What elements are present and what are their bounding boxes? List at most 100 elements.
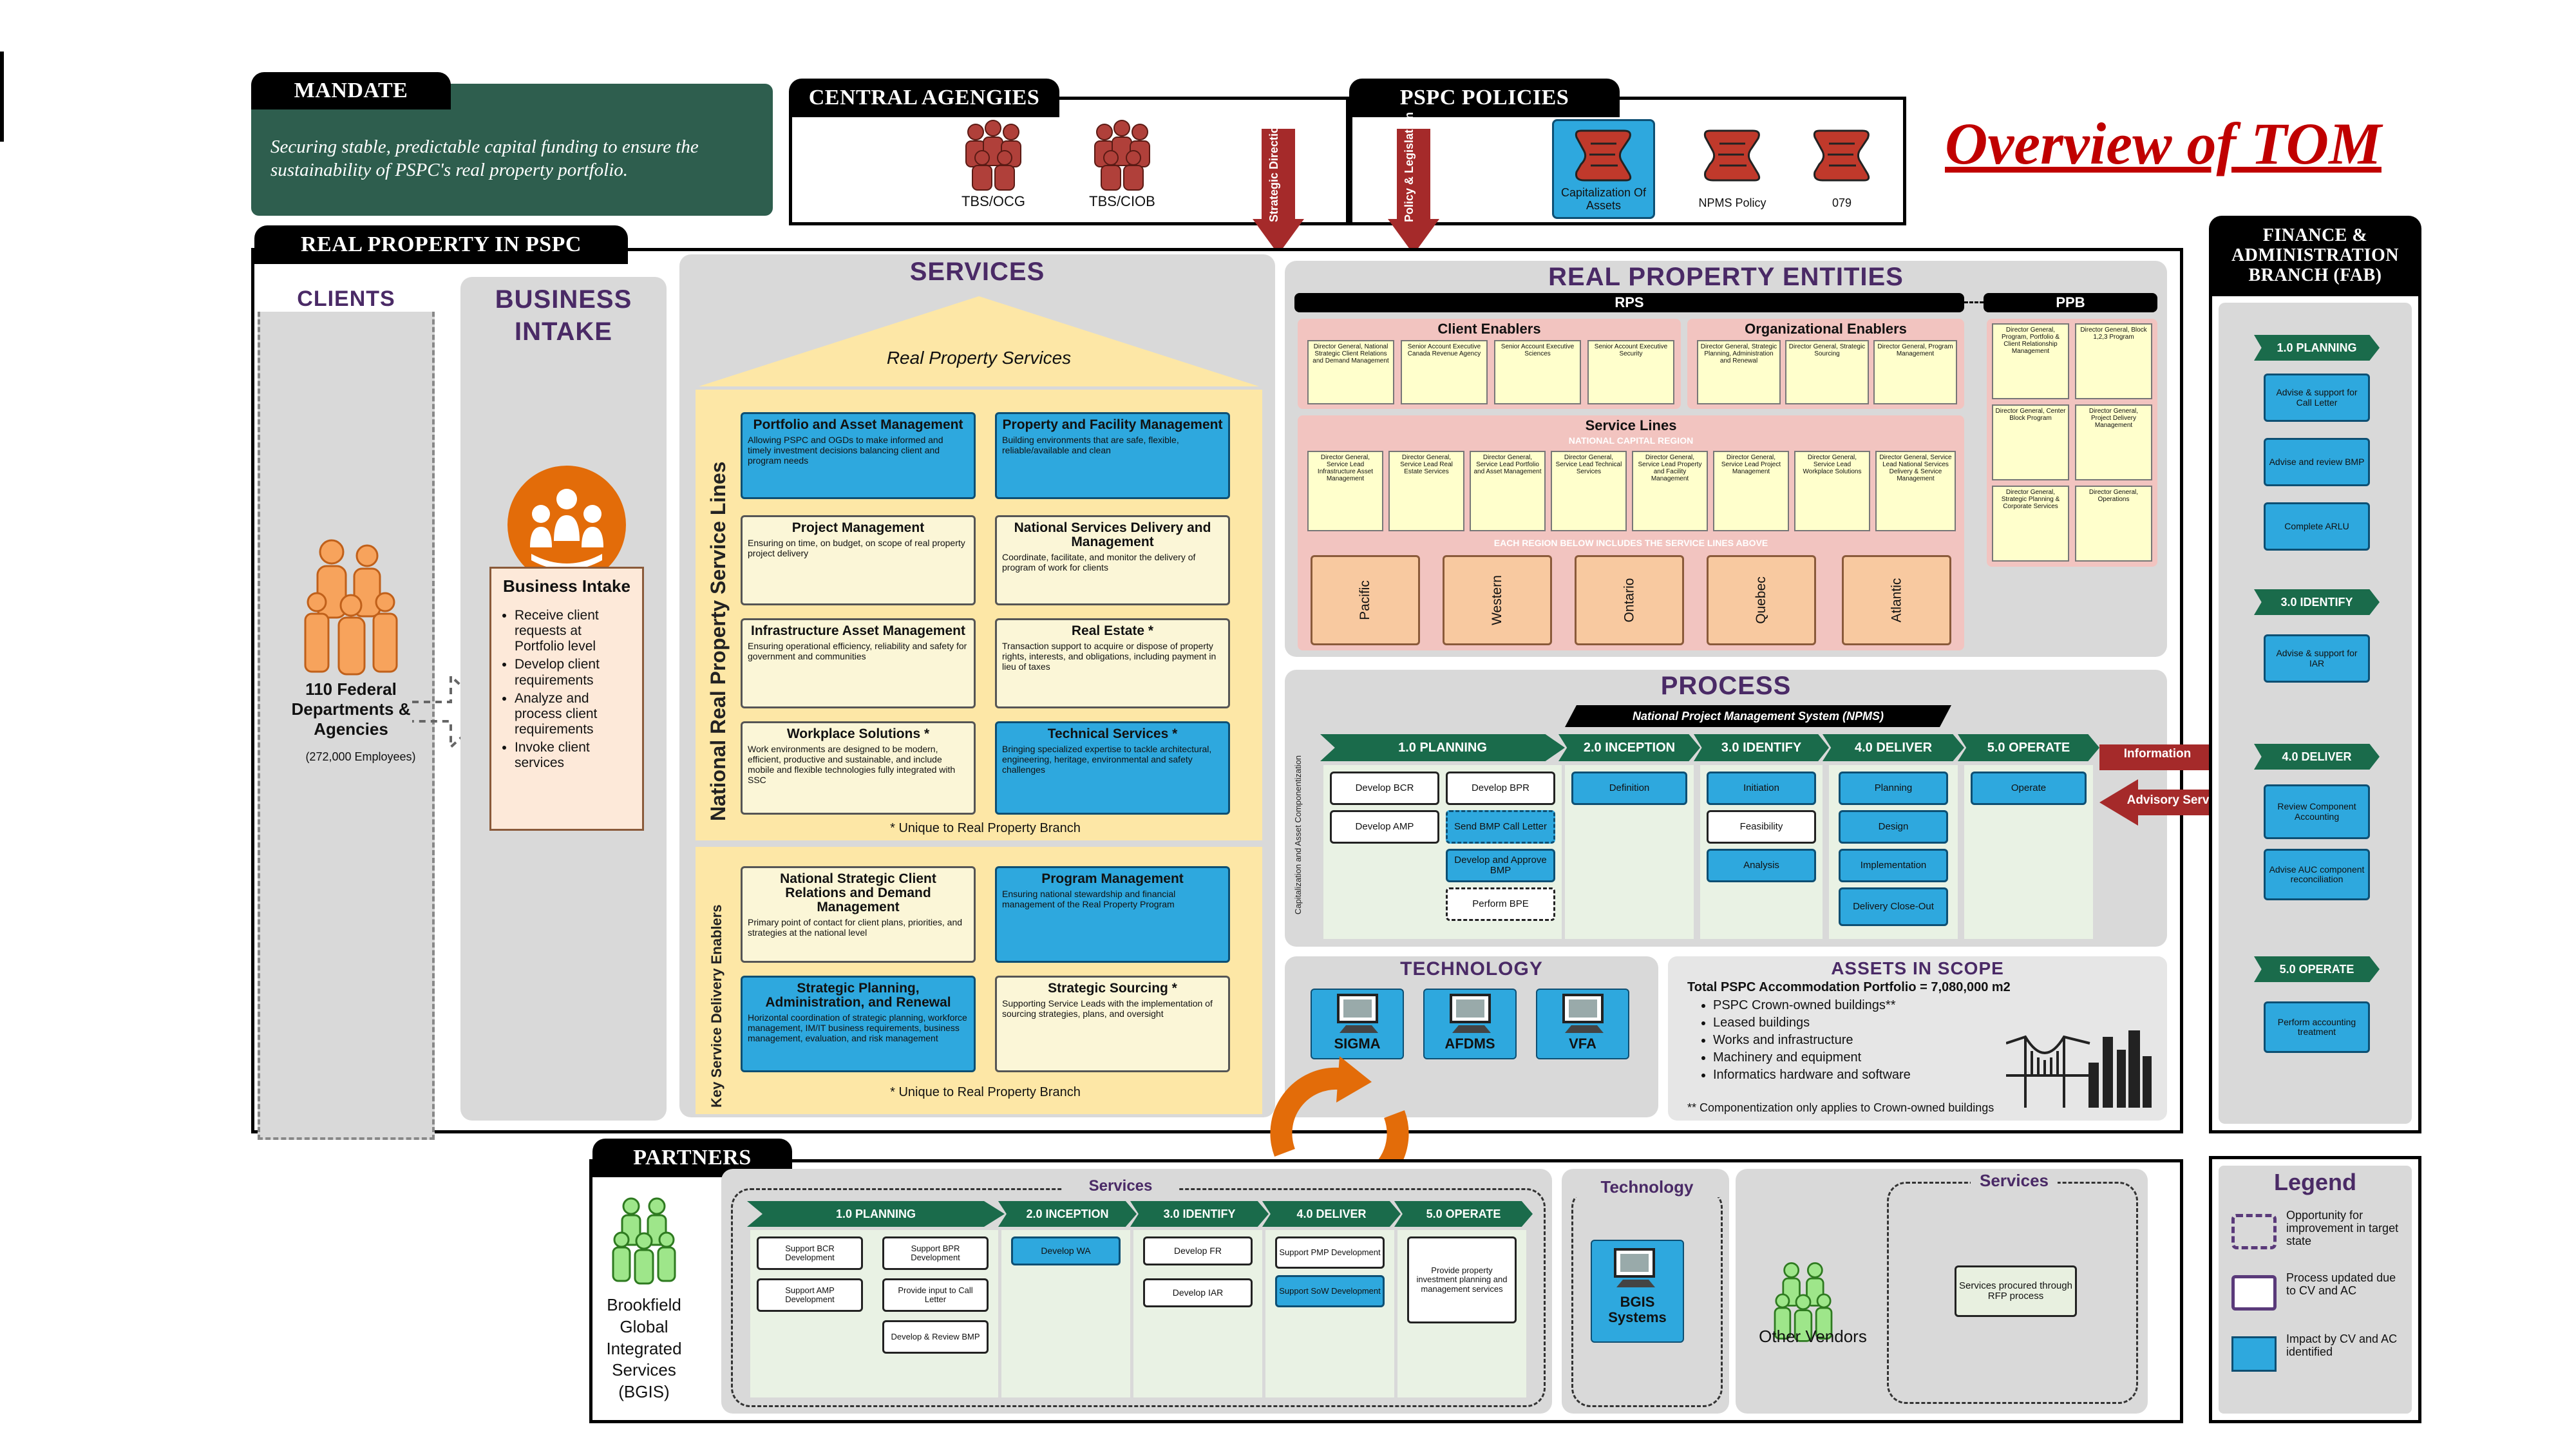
- services-roof-label: Real Property Services: [886, 348, 1072, 368]
- ppb-bar: [1984, 293, 2157, 312]
- partner-box: Develop & Review BMP: [882, 1320, 989, 1354]
- fab-box: Review Component Accounting: [2264, 784, 2370, 839]
- enabler-client-relations: National Strategic Client Relations and …: [741, 866, 976, 963]
- capitalization-scroll-icon: [1571, 126, 1636, 187]
- region-pacific: Pacific: [1311, 555, 1420, 645]
- partner-box: Develop FR: [1143, 1236, 1253, 1265]
- pspc-policies-tab: PSPC POLICIES: [1349, 79, 1620, 117]
- partners-phase-planning: 1.0 PLANNING: [747, 1201, 1005, 1227]
- assets-panel: [1668, 956, 2167, 1121]
- computer-icon: [1333, 992, 1385, 1037]
- develop-bpr-box: Develop BPR: [1446, 772, 1555, 805]
- develop-amp-box: Develop AMP: [1330, 810, 1439, 844]
- org-enabler-box: Director General, Program Management: [1873, 340, 1957, 404]
- assets-total: Total PSPC Accommodation Portfolio = 7,0…: [1687, 980, 2011, 994]
- business-intake-header: BUSINESS INTAKE: [495, 285, 632, 346]
- computer-icon: [1446, 992, 1497, 1037]
- bgis-label: Brookfield Global Integrated Services (B…: [606, 1295, 682, 1402]
- partners-phase-inception: 2.0 INCEPTION: [998, 1201, 1137, 1227]
- capitalization-label: Capitalization Of Assets: [1560, 186, 1647, 212]
- process-side-label: Capitalization and Asset Componentizatio…: [1293, 755, 1303, 914]
- service-lines-label: Service Lines: [1585, 417, 1677, 433]
- process-phase-identify: 3.0 IDENTIFY: [1694, 734, 1829, 761]
- asset-item: Leased buildings: [1713, 1014, 2029, 1032]
- process-phase-inception: 2.0 INCEPTION: [1558, 734, 1700, 761]
- asset-item: Works and infrastructure: [1713, 1032, 2029, 1049]
- asset-item: Machinery and equipment: [1713, 1049, 2029, 1066]
- legend-blue-swatch: [2231, 1336, 2277, 1372]
- service-real-estate: Real Estate *Transaction support to acqu…: [995, 618, 1230, 708]
- fab-phase-planning: 1.0 PLANNING: [2254, 335, 2380, 361]
- planning-box: Planning: [1839, 772, 1948, 805]
- enablers-side-label: Key Service Delivery Enablers: [708, 904, 724, 1108]
- bgis-people-icon: [605, 1195, 683, 1285]
- fab-box: Advise AUC component reconciliation: [2264, 849, 2370, 900]
- 079-label: 079: [1832, 196, 1852, 209]
- client-enablers-label: Client Enablers: [1437, 321, 1541, 337]
- legend-item: Opportunity for improvement in target st…: [2286, 1209, 2399, 1247]
- assets-note: ** Componentization only applies to Crow…: [1687, 1101, 1994, 1114]
- unique-note-lines: * Unique to Real Property Branch: [890, 821, 1081, 835]
- service-national-delivery: National Services Delivery and Managemen…: [995, 515, 1230, 605]
- ppb-dg-box: Director General, Strategic Planning & C…: [1992, 486, 2069, 562]
- region-note: EACH REGION BELOW INCLUDES THE SERVICE L…: [1493, 538, 1768, 548]
- ppb-label: PPB: [2056, 294, 2085, 310]
- develop-bcr-box: Develop BCR: [1330, 772, 1439, 805]
- asset-item: Informatics hardware and software: [1713, 1066, 2029, 1084]
- tbs-ocg-label: TBS/OCG: [961, 193, 1025, 209]
- legend-item: Process updated due to CV and AC: [2286, 1271, 2396, 1297]
- client-enabler-box: Senior Account Executive Canada Revenue …: [1401, 340, 1488, 404]
- org-enabler-box: Director General, Strategic Planning, Ad…: [1697, 340, 1781, 404]
- 079-scroll-icon: [1810, 126, 1874, 187]
- policy-legislation-label: Policy & Legislation: [1403, 111, 1416, 222]
- bgis-systems-label: BGIS Systems: [1608, 1294, 1667, 1326]
- partner-box: Support SoW Development: [1275, 1275, 1385, 1307]
- initiation-box: Initiation: [1707, 772, 1816, 805]
- tbs-ocg-icon: [953, 119, 1034, 193]
- mandate-tab: MANDATE: [251, 72, 451, 109]
- implementation-box: Implementation: [1839, 849, 1948, 882]
- intake-item: Invoke client services: [515, 740, 633, 771]
- other-vendors-label: Other Vendors: [1759, 1327, 1867, 1346]
- afdms-label: AFDMS: [1444, 1036, 1495, 1052]
- legend-title: Legend: [2273, 1169, 2356, 1195]
- services-roof: [699, 296, 1259, 386]
- business-intake-box-title: Business Intake: [503, 576, 630, 596]
- vendors-people-icon: [1768, 1259, 1839, 1343]
- region-quebec: Quebec: [1707, 555, 1816, 645]
- service-workplace-solutions: Workplace Solutions *Work environments a…: [741, 721, 976, 815]
- rps-ppb-connector: [1964, 301, 1984, 303]
- intake-item: Receive client requests at Portfolio lev…: [515, 608, 633, 654]
- legend-item: Impact by CV and AC identified: [2286, 1332, 2398, 1358]
- process-phase-planning: 1.0 PLANNING: [1320, 734, 1565, 761]
- partner-box: Support AMP Development: [757, 1278, 863, 1312]
- left-edge-bar: [0, 52, 4, 142]
- legend-dashed-swatch: [2231, 1214, 2277, 1249]
- partners-phase-identify: 3.0 IDENTIFY: [1130, 1201, 1269, 1227]
- rps-label: RPS: [1615, 294, 1644, 310]
- send-bmp-call-letter-box: Send BMP Call Letter: [1446, 810, 1555, 844]
- client-enabler-box: Senior Account Executive Sciences: [1494, 340, 1581, 404]
- delivery-closeout-box: Delivery Close-Out: [1839, 887, 1948, 926]
- org-enablers-label: Organizational Enablers: [1745, 321, 1907, 337]
- fab-phase-identify: 3.0 IDENTIFY: [2254, 589, 2380, 615]
- other-vendors-panel: [1736, 1169, 2148, 1414]
- fab-phase-operate: 5.0 OPERATE: [2254, 956, 2380, 982]
- fab-box: Perform accounting treatment: [2264, 1001, 2370, 1053]
- asset-item: PSPC Crown-owned buildings**: [1713, 997, 2029, 1014]
- computer-icon: [1558, 992, 1610, 1037]
- service-line-dg-box: Director General, Service Lead Property …: [1632, 451, 1708, 531]
- ppb-dg-box: Director General, Program, Portfolio & C…: [1992, 323, 2069, 399]
- process-phase-operate: 5.0 OPERATE: [1958, 734, 2099, 761]
- process-header: PROCESS: [1660, 672, 1792, 700]
- strategic-direction-label: Strategic Direction: [1267, 118, 1280, 222]
- definition-box: Definition: [1571, 772, 1687, 805]
- information-label: Information: [2123, 747, 2192, 761]
- vendor-services-label: Services: [1971, 1171, 2058, 1191]
- partner-box: Provide property investment planning and…: [1407, 1236, 1517, 1323]
- service-line-dg-box: Director General, Service Lead Infrastru…: [1307, 451, 1383, 531]
- partners-technology-label: Technology: [1575, 1177, 1719, 1197]
